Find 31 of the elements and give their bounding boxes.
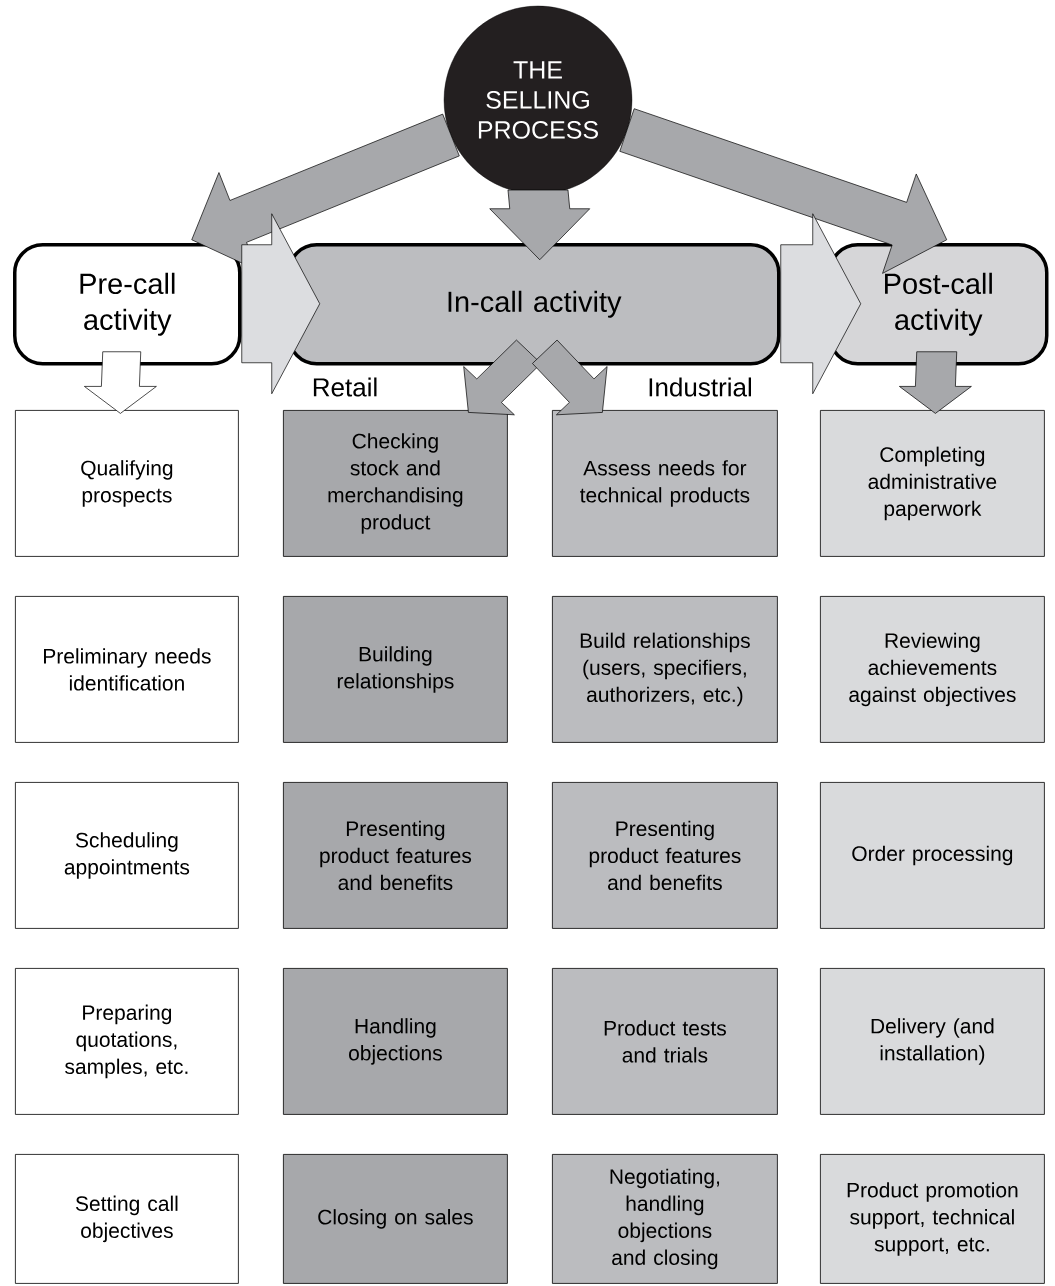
activity-box: Setting call objectives xyxy=(15,1154,239,1284)
activity-box: Preliminary needs identification xyxy=(15,596,239,743)
activity-box: Product promotion support, technical support, etc. xyxy=(820,1154,1045,1284)
activity-box: Handling objections xyxy=(283,968,508,1115)
block-arrow xyxy=(241,213,321,395)
activity-box: Completing administrative paperwork xyxy=(820,410,1045,557)
activity-box: Presenting product features and benefits xyxy=(552,782,778,929)
stage-box: In-call activity xyxy=(287,243,781,366)
column-label: Industrial xyxy=(649,377,751,397)
column-label: Retail xyxy=(313,377,377,397)
block-arrow xyxy=(619,108,948,274)
activity-box: Checking stock and merchandising product xyxy=(283,410,508,557)
block-arrow xyxy=(780,213,862,395)
activity-box: Qualifying prospects xyxy=(15,410,239,557)
block-arrow xyxy=(489,189,591,261)
activity-box: Delivery (and installation) xyxy=(820,968,1045,1115)
activity-box: Assess needs for technical products xyxy=(552,410,778,557)
activity-box: Preparing quotations, samples, etc. xyxy=(15,968,239,1115)
stage-box: Pre-call activity xyxy=(13,243,242,366)
activity-box: Building relationships xyxy=(283,596,508,743)
block-arrow xyxy=(84,351,157,414)
block-arrow xyxy=(532,339,608,416)
activity-box: Scheduling appointments xyxy=(15,782,239,929)
activity-box: Build relationships (users, specifiers, authorizers, etc.) xyxy=(552,596,778,743)
activity-box: Presenting product features and benefits xyxy=(283,782,508,929)
activity-box: Reviewing achievements against objectives xyxy=(820,596,1045,743)
activity-box: Negotiating, handling objections and closing xyxy=(552,1154,778,1284)
activity-box: Product tests and trials xyxy=(552,968,778,1115)
activity-box: Closing on sales xyxy=(283,1154,508,1284)
activity-box: Order processing xyxy=(820,782,1045,929)
block-arrow xyxy=(899,351,972,414)
